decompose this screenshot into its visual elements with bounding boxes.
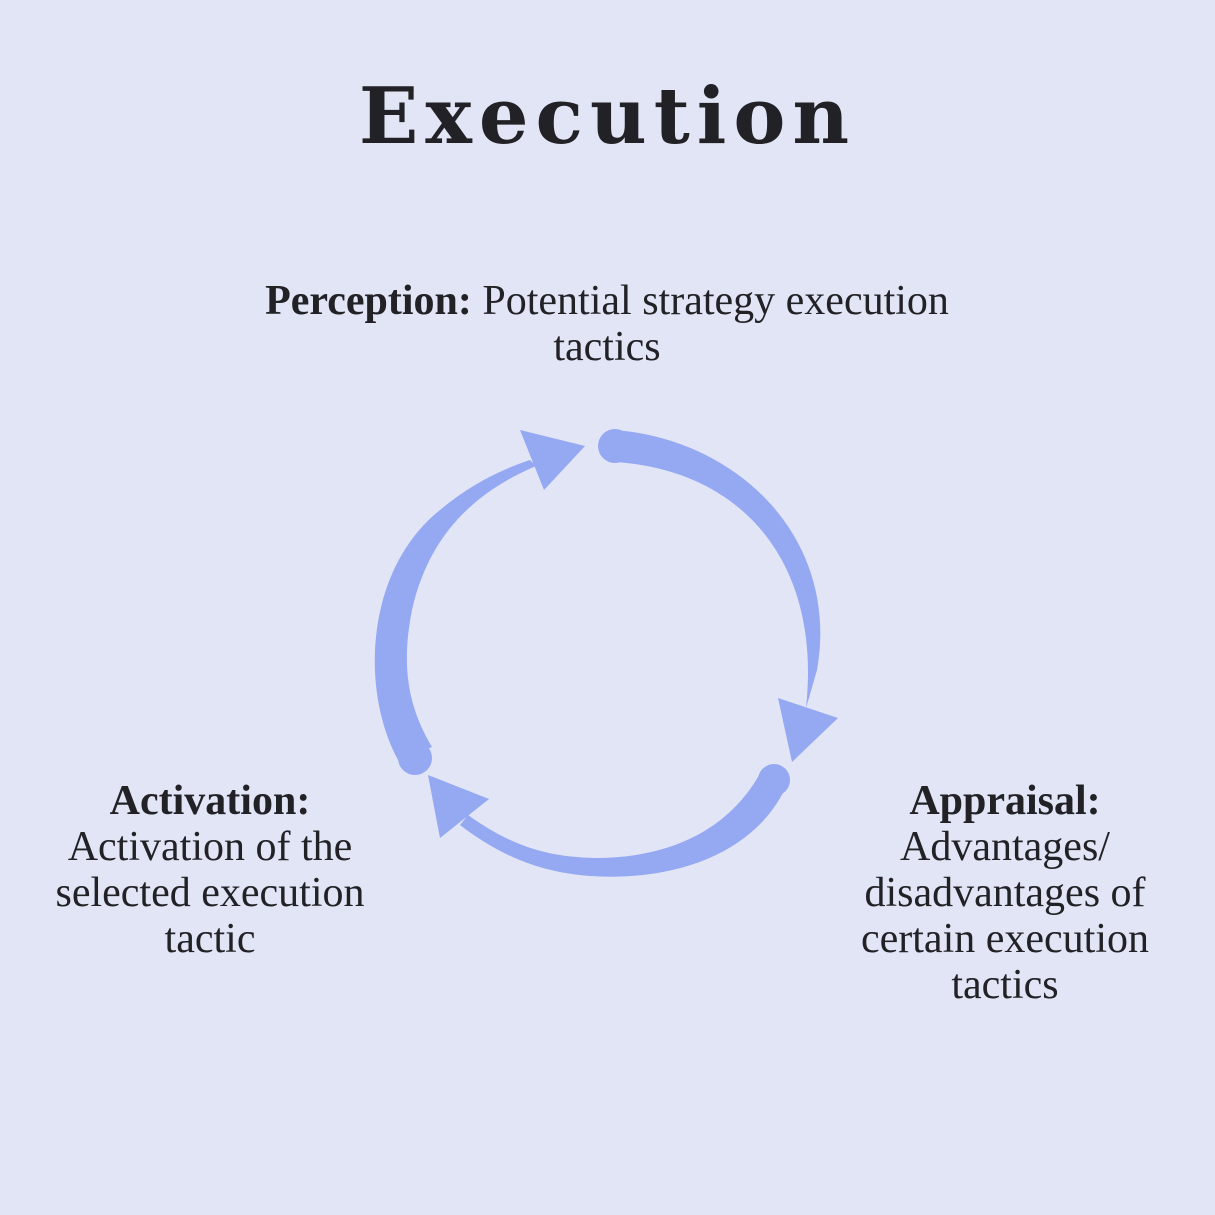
activation-label: Activation: Activation of the selected e… [20, 778, 400, 962]
arrowhead [520, 430, 585, 490]
cycle-arrow-activation-to-perception [374, 430, 585, 775]
arc-tail-cap [758, 764, 790, 796]
arrowhead [778, 698, 838, 762]
perception-text: Potential strategy execution tactics [482, 278, 949, 370]
cycle-arrow-perception-to-appraisal [598, 429, 838, 762]
activation-text: Activation of the selected execution tac… [55, 824, 365, 962]
appraisal-heading: Appraisal: [909, 778, 1101, 824]
perception-heading: Perception: [265, 278, 472, 324]
perception-label: Perception: Potential strategy execution… [207, 278, 1007, 370]
arc-body [460, 770, 788, 877]
appraisal-label: Appraisal: Advantages/ disadvantages of … [825, 778, 1185, 1008]
arc-body [615, 430, 821, 708]
activation-heading: Activation: [109, 778, 311, 824]
arc-tail-cap [398, 741, 432, 775]
appraisal-text: Advantages/ disadvantages of certain exe… [860, 824, 1149, 1008]
cycle-diagram [374, 429, 838, 877]
arrowhead [428, 775, 489, 838]
page-title: Execution [358, 71, 857, 162]
arc-body [374, 460, 536, 760]
arc-tail-cap [598, 429, 632, 463]
cycle-arrow-appraisal-to-activation [428, 764, 790, 877]
